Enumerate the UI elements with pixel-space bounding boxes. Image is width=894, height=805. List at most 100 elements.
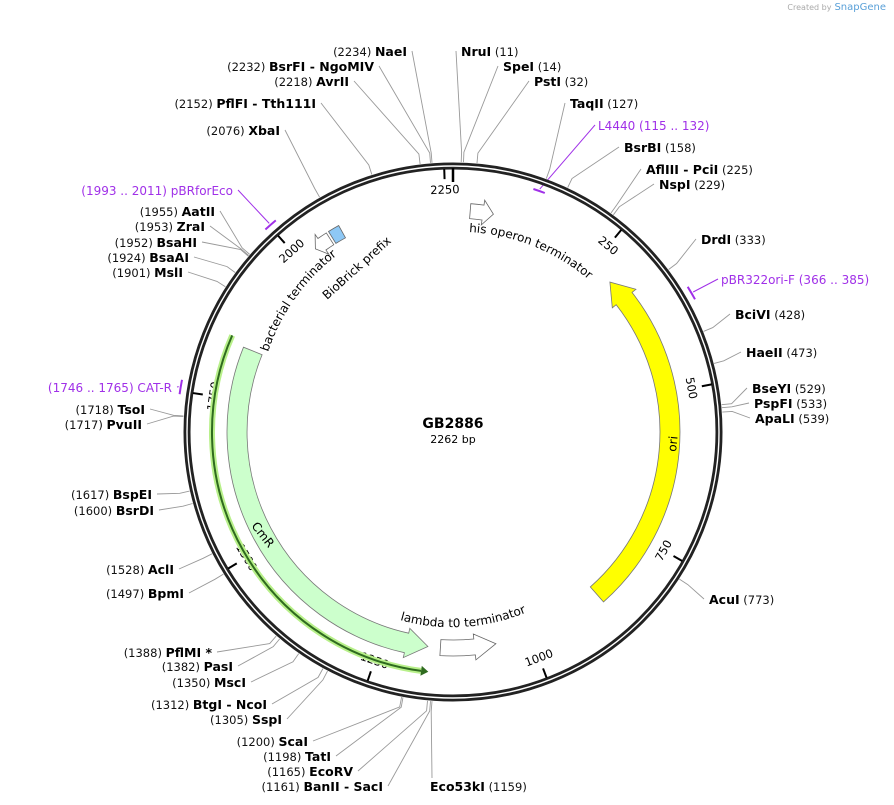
tick-mark bbox=[366, 670, 372, 682]
plasmid-name: GB2886 bbox=[422, 416, 483, 432]
tick-mark bbox=[614, 229, 623, 239]
site-line bbox=[146, 415, 184, 425]
tick-mark bbox=[192, 392, 203, 396]
site-line bbox=[411, 50, 433, 163]
site-name: MslI bbox=[154, 265, 183, 280]
feature-label-his-operon-terminator: his operon terminator bbox=[469, 221, 596, 282]
site-line bbox=[430, 701, 433, 779]
site-label: (2152) PflFI - Tth111I bbox=[174, 96, 316, 111]
site-line bbox=[320, 102, 373, 175]
feature-cmr-arrow bbox=[226, 346, 429, 659]
site-name: ScaI bbox=[279, 734, 309, 749]
tick-mark bbox=[277, 234, 286, 244]
site-name: PasI bbox=[204, 659, 233, 674]
primer-line bbox=[692, 278, 719, 293]
primer-mark bbox=[178, 379, 183, 395]
site-label: (1350) MscI bbox=[172, 675, 246, 690]
site-position: (1901) bbox=[112, 266, 150, 280]
site-line bbox=[188, 573, 224, 594]
site-line bbox=[209, 225, 249, 256]
primer-mark bbox=[686, 286, 696, 300]
primer-label: (1746 .. 1765) CAT-R bbox=[48, 381, 172, 395]
site-line bbox=[721, 402, 750, 409]
site-name: PvuII bbox=[106, 417, 142, 432]
site-line bbox=[201, 241, 249, 257]
site-position: (1161) bbox=[262, 780, 300, 794]
site-position: (428) bbox=[774, 308, 805, 322]
site-label: (1165) EcoRV bbox=[267, 764, 353, 779]
site-name: BsaHI bbox=[156, 235, 197, 250]
site-line bbox=[156, 490, 190, 495]
site-label: (1312) BtgI - NcoI bbox=[151, 697, 267, 712]
site-label: (1924) BsaAI bbox=[107, 250, 189, 265]
site-position: (1952) bbox=[115, 236, 153, 250]
site-position: (1305) bbox=[210, 713, 248, 727]
site-position: (473) bbox=[786, 346, 817, 360]
site-labels: (2234) NaeI(2232) BsrFI - NgoMIV(2218) A… bbox=[48, 44, 869, 794]
site-name: BsaAI bbox=[149, 250, 189, 265]
site-label: TaqII (127) bbox=[570, 96, 638, 111]
site-position: (225) bbox=[722, 163, 753, 177]
site-line bbox=[463, 65, 499, 163]
primer-mark bbox=[264, 219, 277, 231]
site-position: (2234) bbox=[333, 45, 371, 59]
site-name: SpeI bbox=[503, 59, 534, 74]
site-label: (1305) SspI bbox=[210, 712, 282, 727]
tick-label: 1000 bbox=[523, 646, 555, 669]
features bbox=[178, 188, 696, 676]
site-name: XbaI bbox=[248, 123, 280, 138]
primer-line bbox=[539, 124, 596, 190]
site-name: PflFI - Tth111I bbox=[216, 96, 316, 111]
site-label: (1955) AatII bbox=[140, 204, 215, 219]
site-position: (539) bbox=[798, 412, 829, 426]
site-name: ZraI bbox=[177, 219, 205, 234]
site-name: BtgI - NcoI bbox=[193, 697, 267, 712]
site-line bbox=[378, 65, 431, 163]
site-name: AclI bbox=[148, 562, 174, 577]
feature-label-ori: ori bbox=[665, 435, 681, 452]
site-position: (1955) bbox=[140, 205, 178, 219]
site-position: (2076) bbox=[206, 124, 244, 138]
site-line bbox=[476, 80, 530, 164]
site-line bbox=[271, 668, 324, 705]
site-label: BciVI (428) bbox=[735, 307, 805, 322]
site-position: (333) bbox=[735, 233, 766, 247]
site-label: PspFI (533) bbox=[754, 396, 827, 411]
site-line bbox=[193, 256, 236, 273]
site-name: DrdI bbox=[701, 232, 731, 247]
site-line bbox=[158, 503, 193, 511]
site-label: (1718) TsoI bbox=[76, 402, 145, 417]
site-position: (1617) bbox=[71, 488, 109, 502]
site-label: (1161) BanII - SacI bbox=[262, 779, 383, 794]
site-position: (11) bbox=[495, 45, 519, 59]
site-line bbox=[219, 210, 250, 255]
site-line bbox=[668, 238, 697, 270]
feature-bacterial-terminator-arrow bbox=[314, 232, 335, 255]
site-name: BsrBI bbox=[624, 140, 661, 155]
site-line bbox=[703, 313, 731, 332]
tick-mark bbox=[701, 383, 712, 388]
site-name: HaeII bbox=[746, 345, 783, 360]
feature-lambda-t0-terminator-arrow bbox=[439, 633, 497, 661]
site-line bbox=[455, 50, 463, 163]
site-name: AflIII - PciI bbox=[646, 162, 718, 177]
snapgene-logo: SnapGene bbox=[834, 2, 886, 13]
site-name: EcoRV bbox=[309, 764, 353, 779]
feature-biobrick-prefix-box bbox=[327, 224, 347, 244]
feature-his-operon-terminator-arrow bbox=[469, 199, 494, 226]
site-label: ApaLI (539) bbox=[755, 411, 829, 426]
site-name: AcuI bbox=[709, 592, 740, 607]
site-name: Eco53kI bbox=[430, 779, 485, 794]
site-position: (773) bbox=[743, 593, 774, 607]
site-position: (229) bbox=[694, 178, 725, 192]
site-position: (14) bbox=[538, 60, 562, 74]
site-name: NspI bbox=[659, 177, 691, 192]
site-line bbox=[237, 638, 280, 667]
tick-mark bbox=[542, 668, 548, 679]
site-line bbox=[721, 387, 748, 406]
site-label: DrdI (333) bbox=[701, 232, 766, 247]
site-label: (1528) AclI bbox=[106, 562, 174, 577]
site-label: Eco53kI (1159) bbox=[430, 779, 527, 794]
site-label: (2218) AvrII bbox=[274, 74, 349, 89]
